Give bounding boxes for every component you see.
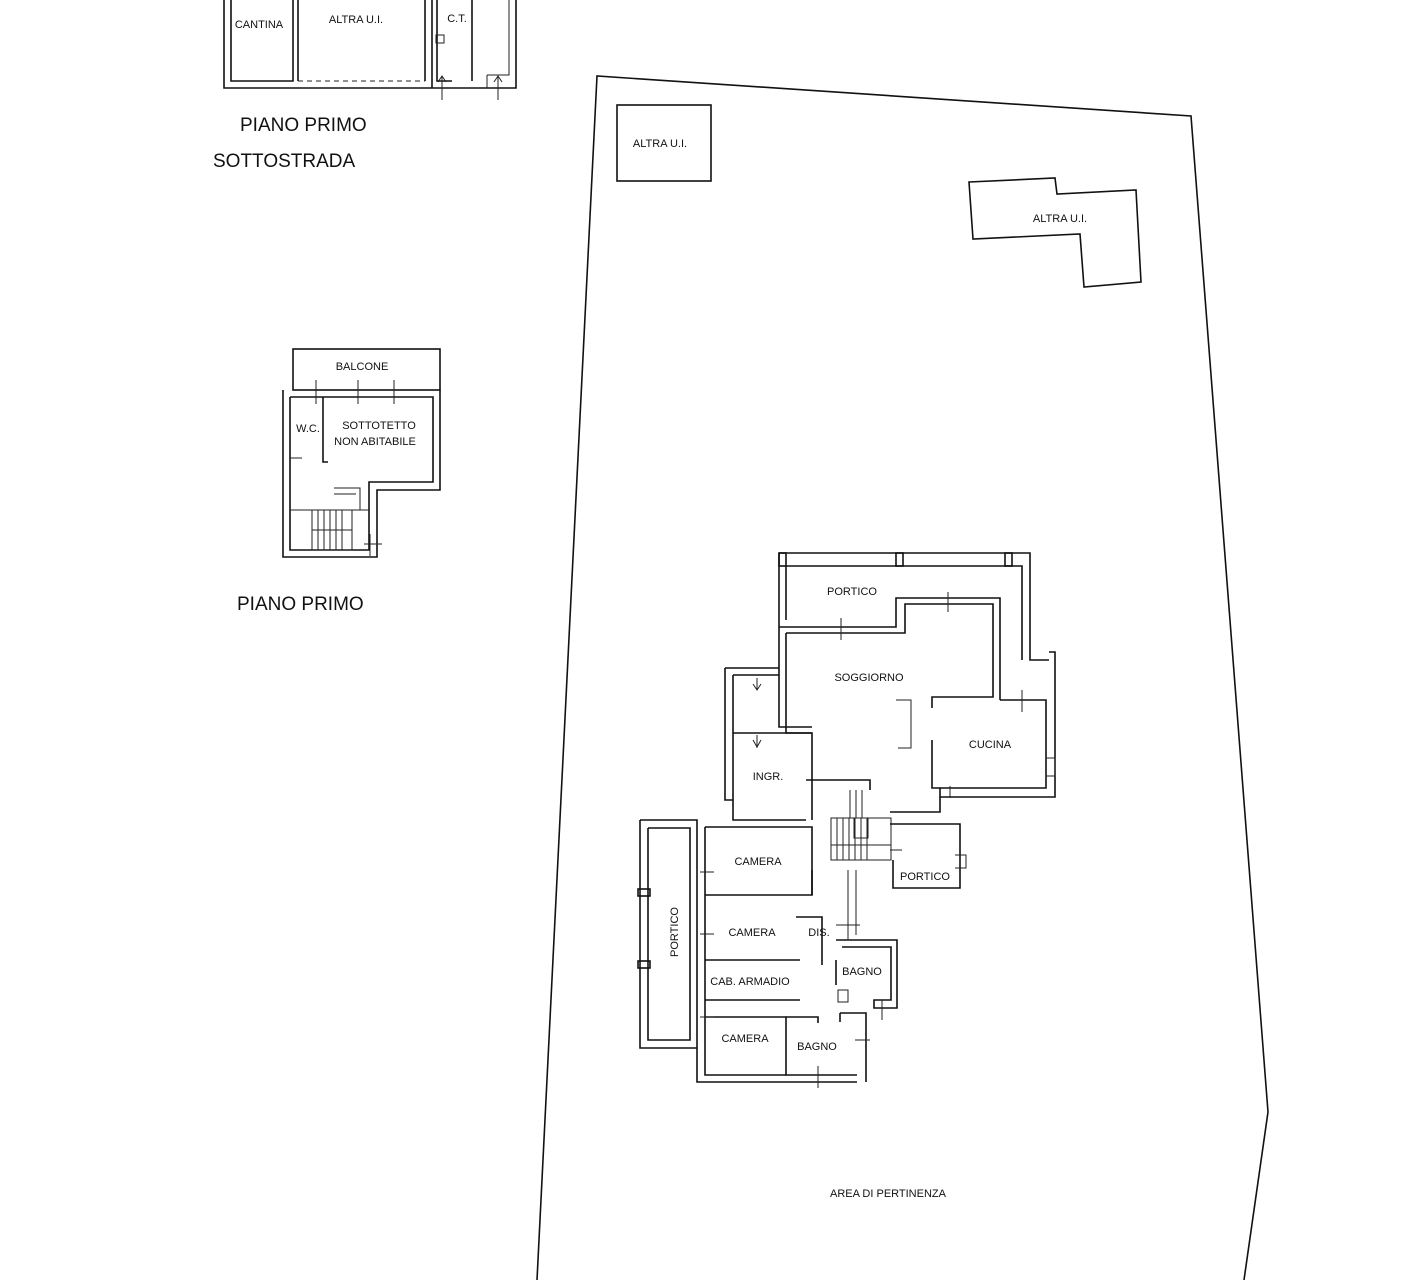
label-camera-1: CAMERA <box>734 856 782 868</box>
label-ct: C.T. <box>447 13 467 25</box>
label-bagno-1: BAGNO <box>842 966 882 978</box>
label-sottotetto-line1: SOTTOTETTO <box>342 420 416 432</box>
label-ingresso: INGR. <box>753 771 784 783</box>
label-cab-armadio: CAB. ARMADIO <box>710 976 790 988</box>
label-portico-right: PORTICO <box>900 871 950 883</box>
label-altra-ui-site-2: ALTRA U.I. <box>1033 213 1087 225</box>
label-sottotetto-line2: NON ABITABILE <box>334 436 416 448</box>
site-boundary <box>536 75 1269 1280</box>
label-dis: DIS. <box>808 927 829 939</box>
label-camera-3: CAMERA <box>721 1033 769 1045</box>
label-altra-ui-basement: ALTRA U.I. <box>329 14 383 26</box>
label-portico-top: PORTICO <box>827 586 877 598</box>
label-cantina: CANTINA <box>235 19 284 31</box>
house-plan <box>637 552 1056 1088</box>
title-piano-primo: PIANO PRIMO <box>237 594 364 615</box>
basement-plan: CANTINA ALTRA U.I. C.T. <box>223 0 517 100</box>
label-altra-ui-site-1: ALTRA U.I. <box>633 138 687 150</box>
label-portico-left: PORTICO <box>669 907 681 957</box>
attic-plan: BALCONE W.C. SOTTOTETTO NON ABITABILE <box>282 348 441 558</box>
title-piano-primo-sottostrada-line2: SOTTOSTRADA <box>213 151 355 172</box>
label-cucina: CUCINA <box>969 739 1012 751</box>
label-camera-2: CAMERA <box>728 927 776 939</box>
label-balcone: BALCONE <box>336 361 389 373</box>
label-area-di-pertinenza: AREA DI PERTINENZA <box>830 1188 947 1200</box>
label-bagno-2: BAGNO <box>797 1041 837 1053</box>
label-soggiorno: SOGGIORNO <box>834 672 904 684</box>
label-wc: W.C. <box>296 423 320 435</box>
title-piano-primo-sottostrada-line1: PIANO PRIMO <box>240 115 367 136</box>
